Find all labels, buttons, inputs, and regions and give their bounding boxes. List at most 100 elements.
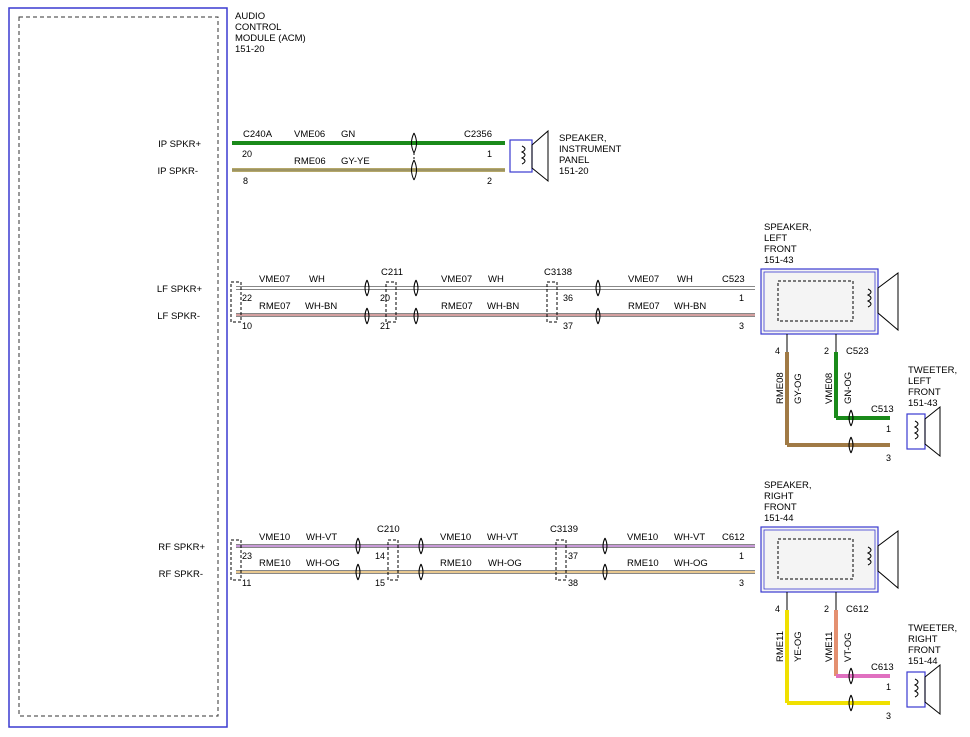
rf-c210-label: C210 <box>377 524 400 535</box>
rf-twist-markers <box>355 537 608 581</box>
rf-seg3-color-neg: WH-OG <box>674 558 708 569</box>
lf-speaker-line-3: FRONT <box>764 244 797 255</box>
rf-seg3-circuit-neg: RME10 <box>627 558 659 569</box>
rf-tweeter-pin-neg: 3 <box>886 711 891 721</box>
ip-pin-pos-right: 1 <box>487 149 492 159</box>
rf-c3139-label: C3139 <box>550 524 578 535</box>
rf-wire-b-circuit: VME11 <box>824 632 835 662</box>
twist-marker-ip <box>411 132 417 181</box>
rf-bottom-pin-b: 2 <box>824 604 829 614</box>
lf-bottom-pin-b: 2 <box>824 346 829 356</box>
lf-c211-pin-pos: 20 <box>380 293 390 303</box>
lf-twist-vertical <box>848 409 854 454</box>
rf-wire-a-circuit: RME11 <box>775 631 786 662</box>
module-outer-border <box>8 7 228 728</box>
rf-speaker-line-2: RIGHT <box>764 491 794 502</box>
lf-tweeter-line-2: LEFT <box>908 376 931 387</box>
rf-tweeter-pin-pos: 1 <box>886 682 891 692</box>
rf-seg2-circuit-neg: RME10 <box>440 558 472 569</box>
lf-seg1-circuit-neg: RME07 <box>259 301 291 312</box>
rf-seg2-circuit-pos: VME10 <box>440 532 471 543</box>
pin-label-ip-pos: IP SPKR+ <box>158 139 201 150</box>
lf-speaker-line-2: LEFT <box>764 233 787 244</box>
lf-seg2-color-neg: WH-BN <box>487 301 519 312</box>
lf-seg2-color-pos: WH <box>488 274 504 285</box>
lf-c523-pin-neg: 3 <box>739 321 744 331</box>
rf-seg1-circuit-pos: VME10 <box>259 532 290 543</box>
module-title-line-3: MODULE (ACM) <box>235 33 306 44</box>
rf-acm-pin-pos: 23 <box>242 551 252 561</box>
lf-seg3-color-neg: WH-BN <box>674 301 706 312</box>
rf-c3139-pin-pos: 37 <box>568 551 578 561</box>
rf-wire-b-color: VT-OG <box>843 632 854 662</box>
lf-c3138-box <box>546 281 558 323</box>
ip-pin-neg-left: 8 <box>243 176 248 186</box>
lf-seg2-circuit-pos: VME07 <box>441 274 472 285</box>
rf-twist-vertical <box>848 667 854 712</box>
rf-c210-pin-neg: 15 <box>375 578 385 588</box>
ip-connector-left: C240A <box>243 129 273 140</box>
rf-c612-label: C612 <box>722 532 745 543</box>
rf-seg2-color-neg: WH-OG <box>488 558 522 569</box>
rf-speaker-line-3: FRONT <box>764 502 797 513</box>
rf-c210-box <box>387 539 399 581</box>
rf-seg3-circuit-pos: VME10 <box>627 532 658 543</box>
ip-circuit-pos: VME06 <box>294 129 325 140</box>
rf-speaker-icon <box>760 526 899 593</box>
audio-control-module: AUDIO CONTROL MODULE (ACM) 151-20 IP SPK… <box>8 7 306 728</box>
ip-color-neg: GY-YE <box>341 156 370 167</box>
pin-label-rf-pos: RF SPKR+ <box>158 542 205 553</box>
rf-acm-connector-box <box>230 539 242 581</box>
lf-speaker-line-1: SPEAKER, <box>764 222 812 233</box>
ip-speaker-line-3: PANEL <box>559 155 589 166</box>
rf-c612-pin-neg: 3 <box>739 578 744 588</box>
lf-wire-b-circuit: VME08 <box>824 373 835 404</box>
lf-c3138-pin-pos: 36 <box>563 293 573 303</box>
lf-tweeter-pin-pos: 1 <box>886 424 891 434</box>
lf-wire-a-color: GY-OG <box>793 373 804 404</box>
lf-c211-label: C211 <box>381 267 403 278</box>
lf-tweeter-icon <box>906 405 941 458</box>
lf-acm-connector-box <box>230 281 242 323</box>
lf-seg1-circuit-pos: VME07 <box>259 274 290 285</box>
pin-label-rf-neg: RF SPKR- <box>159 569 203 580</box>
lf-c211-box <box>385 281 397 323</box>
rf-c3139-box <box>555 539 567 581</box>
ip-pin-neg-right: 2 <box>487 176 492 186</box>
rf-acm-pin-neg: 11 <box>242 578 251 588</box>
module-title-line-1: AUDIO <box>235 11 265 22</box>
lf-seg1-color-pos: WH <box>309 274 325 285</box>
ip-connector-right: C2356 <box>464 129 492 140</box>
rf-wires <box>236 544 755 574</box>
lf-c3138-label: C3138 <box>544 267 572 278</box>
rf-tweeter-connector: C613 <box>871 662 894 673</box>
module-title-line-4: 151-20 <box>235 44 265 55</box>
ip-speaker-circuit: C240A VME06 GN C2356 20 1 RME06 GY-YE 8 … <box>232 129 621 186</box>
lf-seg1-color-neg: WH-BN <box>305 301 337 312</box>
ip-circuit-neg: RME06 <box>294 156 326 167</box>
rf-speaker-line-4: 151-44 <box>764 513 794 524</box>
lf-c523-label: C523 <box>722 274 745 285</box>
rf-seg1-color-neg: WH-OG <box>306 558 340 569</box>
rf-c210-pin-pos: 14 <box>375 551 385 561</box>
lf-tweeter-line-1: TWEETER, <box>908 365 957 376</box>
rf-wire-a-color: YE-OG <box>793 631 804 662</box>
lf-speaker-icon <box>760 268 899 335</box>
ip-speaker-icon <box>509 129 549 183</box>
rf-tweeter-line-2: RIGHT <box>908 634 938 645</box>
rf-seg1-color-pos: WH-VT <box>306 532 337 543</box>
rf-seg3-color-pos: WH-VT <box>674 532 705 543</box>
lf-wires <box>236 286 755 317</box>
rf-tweeter-line-1: TWEETER, <box>908 623 957 634</box>
lf-wire-b-color: GN-OG <box>843 372 854 404</box>
lf-c523-pin-pos: 1 <box>739 293 744 303</box>
rf-bottom-pin-a: 4 <box>775 604 780 614</box>
lf-tweeter-connector: C513 <box>871 404 894 415</box>
lf-c3138-pin-neg: 37 <box>563 321 573 331</box>
rf-c3139-pin-neg: 38 <box>568 578 578 588</box>
rf-bottom-connector: C612 <box>846 604 869 615</box>
lf-tweeter-line-3: FRONT <box>908 387 941 398</box>
ip-speaker-line-2: INSTRUMENT <box>559 144 621 155</box>
rf-speaker-circuit: VME10 WH-VT RME10 WH-OG C210 VME10 WH-VT… <box>230 480 957 721</box>
